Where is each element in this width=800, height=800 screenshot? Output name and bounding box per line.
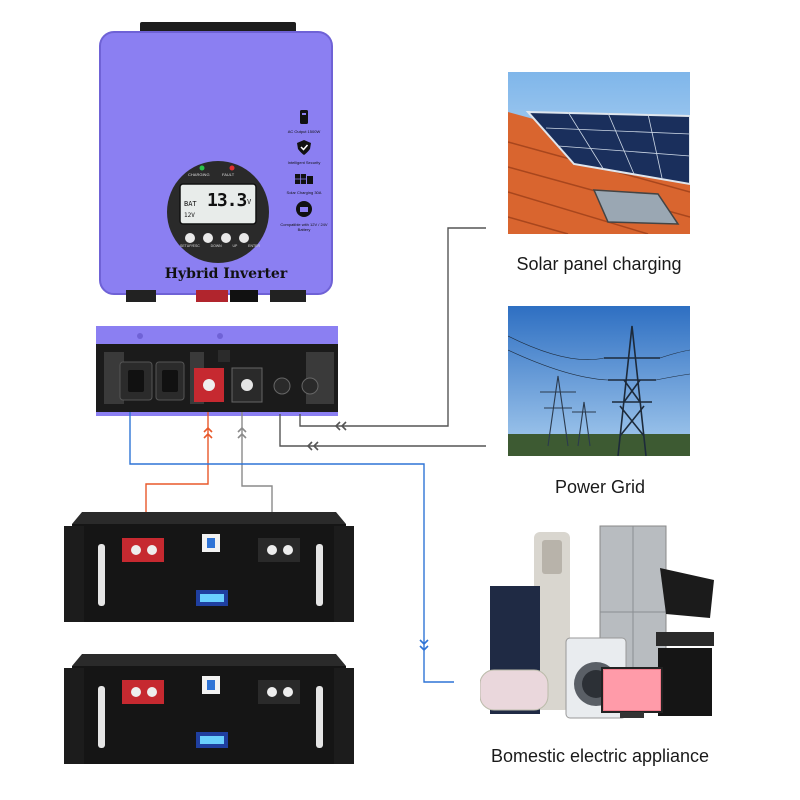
inverter-bottom: [92, 322, 342, 418]
grid-caption: Power Grid: [554, 477, 646, 497]
solar-panel-image: [508, 72, 690, 234]
panel-button-labels: SETUP/ESC DOWN UP ENTER: [180, 244, 260, 248]
feature-list: AC Output 1500W Intelligent Security Sol…: [280, 110, 328, 232]
feature-solar: Solar Charging 30A: [280, 171, 328, 195]
battery-icon: [296, 201, 312, 217]
grid-input-arrow: [306, 441, 319, 451]
ac-output-icon: [300, 110, 308, 124]
feature-security: Intelligent Security: [280, 140, 328, 165]
battery-negative-arrow: [237, 426, 247, 439]
battery-pack-top: [64, 512, 354, 624]
solar-input-arrow: [334, 421, 347, 431]
lcd-reading: 13.3: [207, 190, 247, 211]
lcd-unit: V: [247, 198, 252, 206]
button-label-setup: SETUP/ESC: [180, 244, 200, 248]
feature-text: Compatible with 12V / 24V Battery: [280, 222, 328, 232]
button-label-enter: ENTER: [248, 244, 260, 248]
lcd-voltage-label: 12V: [184, 212, 195, 219]
feature-text: AC Output 1500W: [287, 129, 321, 134]
power-grid-image: [508, 306, 690, 456]
solar-charge-icon: [295, 174, 313, 184]
feature-text: Solar Charging 30A: [286, 190, 322, 195]
feature-text: Intelligent Security: [287, 160, 321, 165]
battery-pack-bottom: [64, 654, 354, 766]
shield-icon: [297, 140, 311, 155]
feature-ac-output: AC Output 1500W: [280, 110, 328, 134]
ac-output-arrow: [419, 639, 429, 652]
appliance-caption: Bomestic electric appliance: [490, 746, 710, 766]
lcd-bat-label: BAT: [184, 200, 197, 208]
product-name: Hybrid Inverter: [164, 266, 288, 282]
led-label-charging: CHARGING: [188, 172, 210, 177]
button-label-up: UP: [232, 244, 238, 248]
appliances-image: [480, 520, 720, 730]
battery-positive-arrow: [203, 426, 213, 439]
solar-caption: Solar panel charging: [516, 254, 682, 274]
button-label-down: DOWN: [210, 244, 222, 248]
feature-battery: Compatible with 12V / 24V Battery: [280, 201, 328, 232]
led-label-fault: FAULT: [222, 172, 235, 177]
control-panel: [166, 160, 270, 264]
grid-input-wire: [279, 414, 486, 447]
